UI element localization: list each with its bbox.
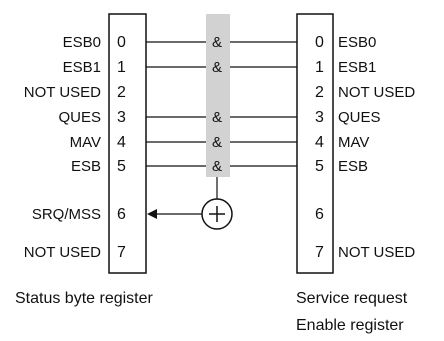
status-byte-bit-4-label: MAV xyxy=(70,134,101,151)
status-byte-bit-0-label: ESB0 xyxy=(63,34,101,51)
service-request-enable-register-box xyxy=(296,13,334,274)
status-byte-bit-7-number: 7 xyxy=(117,244,126,261)
and-gates: & & & & & xyxy=(212,34,222,175)
enable-bit-3-label: QUES xyxy=(338,109,381,126)
arrow-head-srq xyxy=(147,209,157,219)
status-byte-bit-5-number: 5 xyxy=(117,158,126,175)
enable-bit-7-number: 7 xyxy=(315,244,324,261)
and-gate-bit-1: & xyxy=(212,59,222,76)
and-gate-bit-5: & xyxy=(212,158,222,175)
and-gate-bit-0: & xyxy=(212,34,222,51)
status-byte-bit-1-number: 1 xyxy=(117,59,126,76)
and-gate-column xyxy=(206,14,230,177)
enable-bit-1-label: ESB1 xyxy=(338,59,376,76)
enable-bit-4-label: MAV xyxy=(338,134,369,151)
enable-bit-6-number: 6 xyxy=(315,206,324,223)
enable-bit-5-number: 5 xyxy=(315,158,324,175)
status-byte-bit-6-label: SRQ/MSS xyxy=(32,206,101,223)
status-byte-bit-3-label: QUES xyxy=(58,109,101,126)
status-byte-bit-4-number: 4 xyxy=(117,134,126,151)
status-byte-register-caption: Status byte register xyxy=(15,290,154,307)
and-gate-bit-4: & xyxy=(212,134,222,151)
status-byte-bit-1-label: ESB1 xyxy=(63,59,101,76)
connection-wires xyxy=(146,41,297,219)
status-byte-bit-2-label: NOT USED xyxy=(24,84,101,101)
status-byte-bit-2-number: 2 xyxy=(117,84,126,101)
service-request-enable-caption-line1: Service request xyxy=(296,290,408,307)
status-byte-bit-7-label: NOT USED xyxy=(24,244,101,261)
status-byte-register-box xyxy=(108,13,147,274)
enable-bit-3-number: 3 xyxy=(315,109,324,126)
status-byte-bit-3-number: 3 xyxy=(117,109,126,126)
enable-bit-2-number: 2 xyxy=(315,84,324,101)
enable-bit-2-label: NOT USED xyxy=(338,84,415,101)
enable-bit-7-label: NOT USED xyxy=(338,244,415,261)
enable-bit-4-number: 4 xyxy=(315,134,324,151)
or-gate xyxy=(201,198,233,230)
enable-bit-1-number: 1 xyxy=(315,59,324,76)
enable-bit-0-label: ESB0 xyxy=(338,34,376,51)
status-byte-bit-0-number: 0 xyxy=(117,34,126,51)
enable-bit-0-number: 0 xyxy=(315,34,324,51)
service-request-enable-caption-line2: Enable register xyxy=(296,317,404,334)
status-byte-bit-5-label: ESB xyxy=(71,158,101,175)
enable-bit-5-label: ESB xyxy=(338,158,368,175)
and-gate-bit-3: & xyxy=(212,109,222,126)
status-byte-bit-6-number: 6 xyxy=(117,206,126,223)
